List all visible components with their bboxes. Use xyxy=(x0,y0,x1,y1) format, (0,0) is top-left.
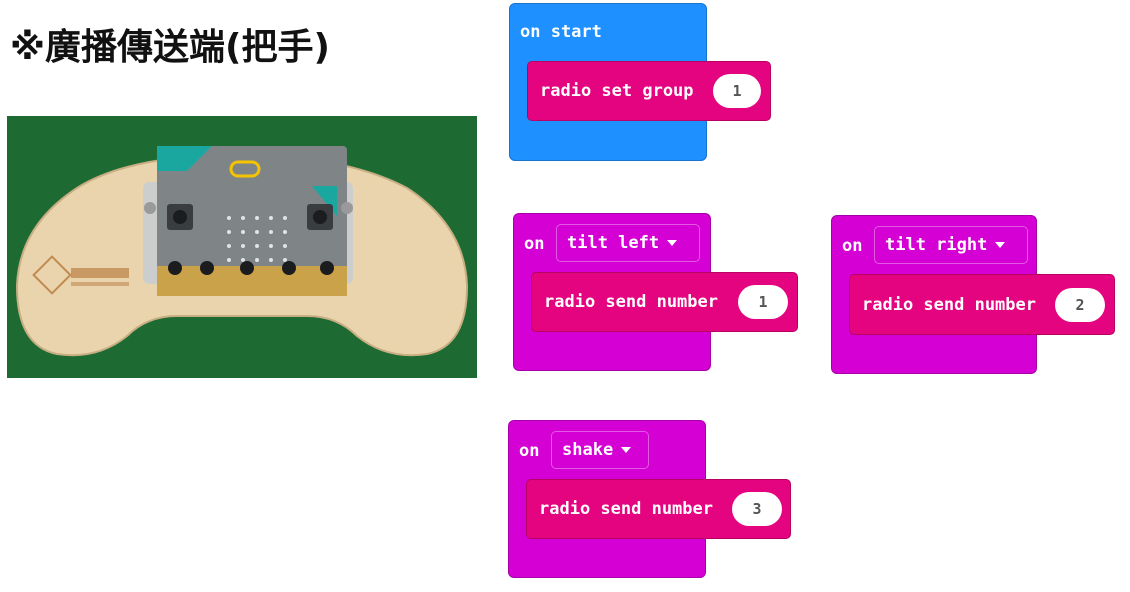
radio-set-group-label: radio set group xyxy=(540,81,694,101)
gesture-dropdown[interactable]: shake xyxy=(551,431,649,469)
chevron-down-icon xyxy=(667,240,678,246)
radio-send-number-block[interactable]: radio send number 1 xyxy=(531,272,798,332)
number-input[interactable]: 1 xyxy=(738,285,788,319)
radio-send-number-label: radio send number xyxy=(539,499,713,519)
group-number-input[interactable]: 1 xyxy=(713,74,761,108)
radio-set-group-block[interactable]: radio set group 1 xyxy=(527,61,771,121)
gesture-dropdown-value: tilt left xyxy=(567,233,660,253)
radio-send-number-block[interactable]: radio send number 3 xyxy=(526,479,791,539)
chevron-down-icon xyxy=(621,447,632,453)
gesture-dropdown-value: shake xyxy=(562,440,614,460)
on-label: on xyxy=(842,236,863,256)
photo-illustration xyxy=(7,116,477,378)
gesture-dropdown-value: tilt right xyxy=(885,235,988,255)
radio-send-number-label: radio send number xyxy=(862,294,1036,315)
page-title: ※廣播傳送端(把手) xyxy=(10,27,330,68)
gesture-dropdown[interactable]: tilt left xyxy=(556,224,700,262)
radio-send-number-label: radio send number xyxy=(544,292,718,312)
number-input[interactable]: 2 xyxy=(1055,287,1105,322)
on-label: on xyxy=(519,441,540,461)
gesture-dropdown[interactable]: tilt right xyxy=(874,226,1028,264)
radio-send-number-block[interactable]: radio send number 2 xyxy=(849,274,1115,335)
microbit-handle-photo xyxy=(7,116,477,378)
number-input[interactable]: 3 xyxy=(732,492,782,526)
on-start-label: on start xyxy=(520,22,602,42)
on-label: on xyxy=(524,234,545,254)
chevron-down-icon xyxy=(995,242,1006,248)
